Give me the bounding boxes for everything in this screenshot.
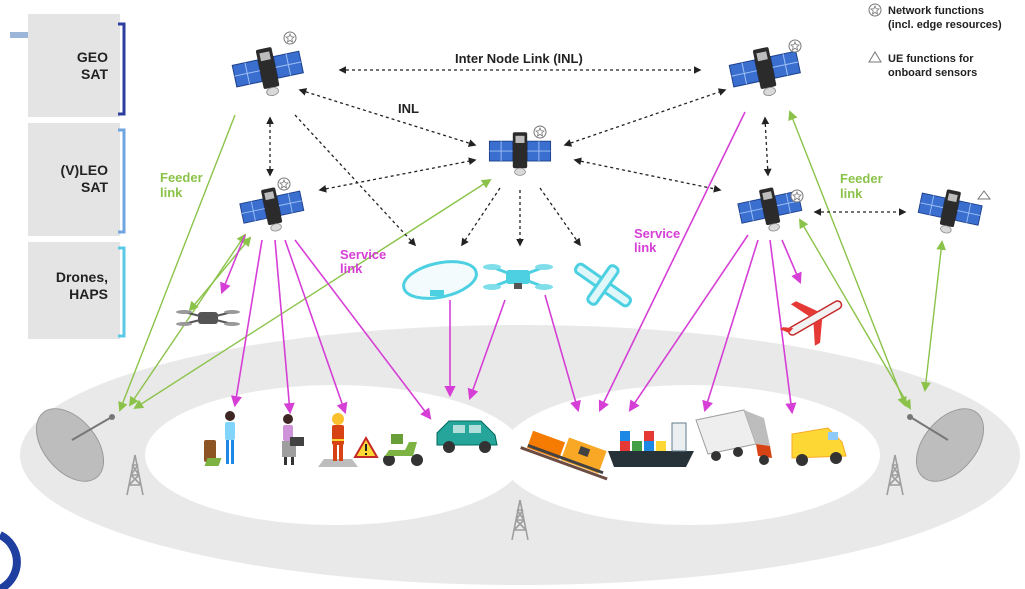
ground-station-left: [35, 408, 115, 482]
network-function-icon: [790, 189, 804, 203]
leo-satellite-ue: [914, 183, 985, 240]
airship: [402, 260, 478, 300]
network-function-icon: [277, 177, 291, 191]
drone-left: [176, 310, 240, 326]
network-function-legend-icon: [868, 3, 882, 17]
van: [791, 427, 847, 466]
warning-sign-icon: [353, 436, 379, 458]
legend-network-functions: Network functions(incl. edge resources): [888, 5, 1002, 31]
network-function-icon: [788, 39, 802, 53]
bracket-geo: [118, 22, 126, 116]
tier-label-haps: Drones,HAPS: [56, 269, 108, 302]
network-function-icon: [283, 31, 297, 45]
scooter: [383, 434, 423, 466]
leo-satellite-center: [488, 131, 552, 176]
bracket-haps: [118, 246, 126, 338]
person-with-laptop: [282, 414, 304, 465]
leo-satellite-left: [237, 181, 308, 238]
ground-station-right: [907, 408, 985, 482]
service-links: [220, 111, 802, 420]
ground-plane: [20, 325, 1020, 585]
drone-center: [483, 264, 553, 290]
ship: [608, 422, 694, 467]
inl-label: INL: [398, 101, 419, 116]
person-with-luggage: [204, 411, 235, 466]
tier-box-haps: [28, 242, 120, 339]
tier-box-leo: [28, 123, 120, 236]
tier-box-geo: [28, 14, 120, 117]
legend: Network functions(incl. edge resources) …: [868, 3, 1002, 79]
inter-node-links: [266, 66, 907, 247]
ue-function-legend-icon: [868, 51, 882, 63]
network-function-icon: [533, 125, 547, 139]
car: [436, 420, 498, 453]
train: [520, 430, 608, 481]
bracket-leo: [118, 128, 126, 234]
ue-function-icon: [977, 190, 991, 200]
truck: [695, 409, 772, 465]
aircraft: [779, 300, 843, 346]
feeder-links: [118, 110, 946, 412]
inter-node-link-label: Inter Node Link (INL): [455, 51, 583, 66]
firefighter: [318, 413, 358, 467]
fixed-wing-haps: [573, 262, 633, 308]
geo-satellite-left: [229, 40, 308, 104]
logo-fragment: [0, 531, 21, 589]
